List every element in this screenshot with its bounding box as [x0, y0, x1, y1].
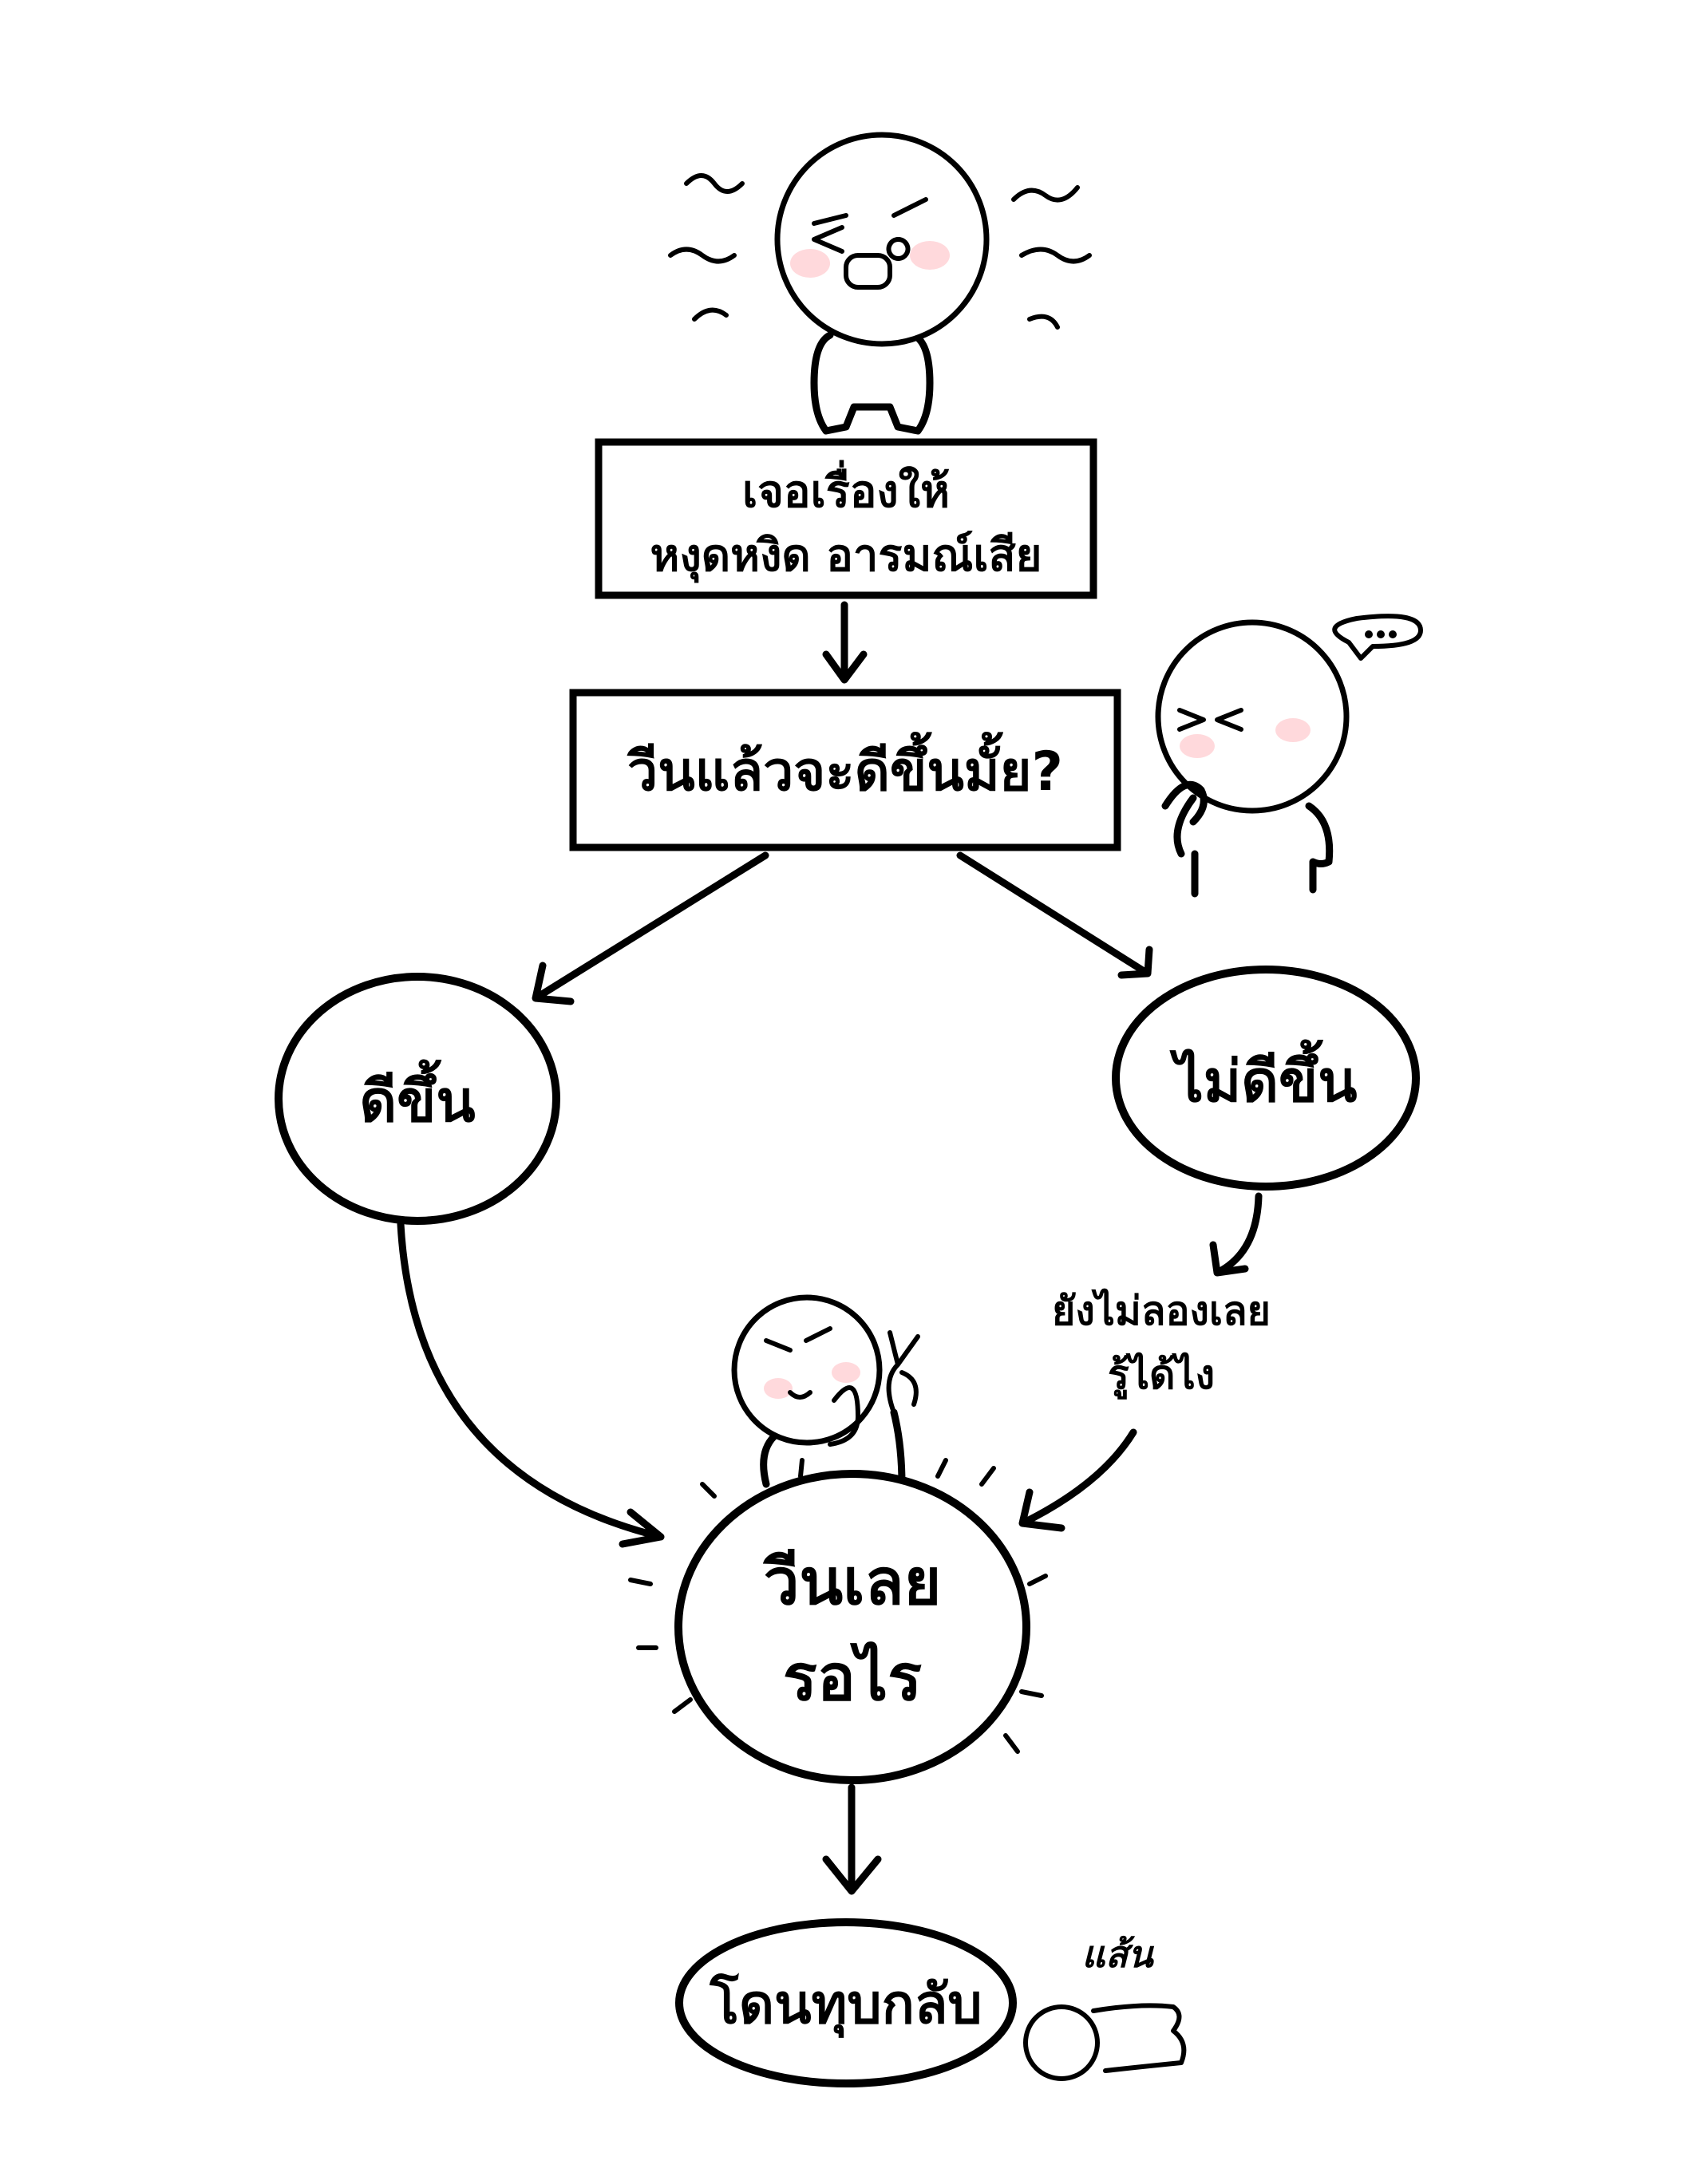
- knocked-out-character-icon: [1023, 2003, 1187, 2081]
- sparkle-lines-icon: [628, 1458, 1048, 1754]
- not-better-text: ไม่ดีขึ้น: [1169, 1039, 1358, 1115]
- start-box: [595, 438, 1097, 599]
- action-line2: รอไร: [783, 1641, 922, 1715]
- not-better-note-line1: ยังไม่ลองเลย: [1052, 1288, 1271, 1334]
- question-box: [569, 689, 1121, 851]
- arrow-down-icon: [822, 601, 868, 684]
- question-text: วีนแล้วจะดีขึ้นมั้ย?: [627, 731, 1063, 804]
- thinking-character-icon: [1155, 614, 1423, 898]
- arrow-note-to-action-icon: [1018, 1428, 1137, 1532]
- arrow-left-icon: [532, 851, 769, 1005]
- not-better-node: [1112, 966, 1420, 1191]
- arrow-curve-icon: [1209, 1192, 1263, 1277]
- better-node: [275, 973, 560, 1225]
- arrow-right-icon: [956, 851, 1153, 979]
- arrow-better-to-action-icon: [397, 1220, 665, 1548]
- action-node: [674, 1470, 1030, 1784]
- not-better-note-line2: รู้ได้ไง: [1108, 1352, 1215, 1400]
- start-line1: เจอเรื่องให้: [742, 460, 950, 518]
- arrow-down-final-icon: [822, 1783, 882, 1895]
- result-note: แส้น: [1081, 1933, 1155, 1976]
- victory-character-icon: [731, 1294, 920, 1488]
- result-node: [675, 1918, 1017, 2087]
- result-text: โดนทุบกลับ: [709, 1973, 982, 2038]
- better-text: ดีขึ้น: [359, 1059, 475, 1135]
- angry-character-icon: [668, 132, 1092, 435]
- action-line1: วีนเลย: [762, 1545, 941, 1619]
- start-line2: หงุดหงิด อารมณ์เสีย: [650, 530, 1042, 583]
